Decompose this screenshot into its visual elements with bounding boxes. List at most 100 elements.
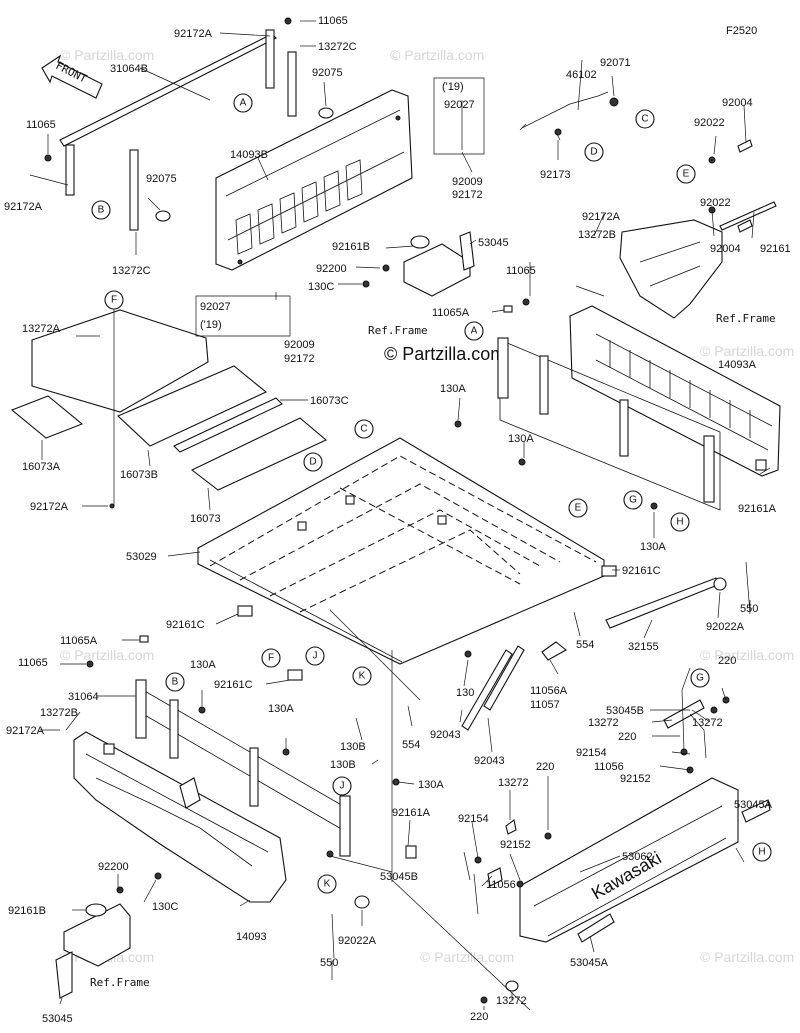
part-label: 14093 bbox=[236, 931, 267, 943]
watermark: © Partzilla.com bbox=[390, 47, 484, 63]
part-label: 53029 bbox=[126, 551, 157, 563]
part-label: 13272A bbox=[22, 323, 61, 335]
part-label: 11056 bbox=[486, 879, 516, 891]
part-label: 130A bbox=[508, 433, 534, 445]
callout-letter: E bbox=[575, 503, 582, 514]
part-label: 11065 bbox=[318, 15, 348, 27]
part-label: 31064B bbox=[110, 63, 148, 75]
part-label: 92161A bbox=[738, 503, 777, 515]
part-label: 130C bbox=[152, 901, 178, 913]
part-label: 92043 bbox=[474, 755, 505, 767]
part-label: 220 bbox=[470, 1011, 488, 1023]
headboard-14093B bbox=[215, 89, 413, 271]
part-label: 92071 bbox=[600, 57, 631, 69]
side-panel-14093 bbox=[73, 731, 287, 903]
part-label: 92043 bbox=[430, 729, 461, 741]
part-label: 11065 bbox=[18, 657, 48, 669]
part-label: 92172A bbox=[582, 211, 621, 223]
bed-mats bbox=[10, 309, 328, 509]
part-label: 92161B bbox=[8, 905, 46, 917]
ref-frame-label: Ref.Frame bbox=[368, 324, 428, 337]
part-label: 92022A bbox=[706, 621, 745, 633]
part-label: 11065 bbox=[26, 119, 56, 131]
part-label: 130B bbox=[330, 759, 356, 771]
year-note: ('19) bbox=[200, 319, 222, 331]
part-label: 550 bbox=[320, 957, 338, 969]
ref-frame-label: Ref.Frame bbox=[716, 312, 776, 325]
callout-letter: B bbox=[172, 677, 179, 688]
part-label: 14093B bbox=[230, 149, 268, 161]
leader-lines bbox=[29, 20, 771, 1010]
part-label: 92154 bbox=[576, 747, 607, 759]
part-label: 130A bbox=[268, 703, 294, 715]
part-label: 53045B bbox=[380, 871, 418, 883]
watermark: © Partzilla.com bbox=[700, 647, 794, 663]
part-label: 92161C bbox=[622, 565, 661, 577]
callout-letter: J bbox=[313, 651, 318, 662]
latch-53045-bottom bbox=[55, 872, 162, 999]
watermark: © Partzilla.com bbox=[700, 949, 794, 965]
rod-92161 bbox=[708, 139, 777, 233]
part-label: 13272 bbox=[498, 777, 529, 789]
callout-letter: C bbox=[360, 424, 367, 435]
latch-53045-top bbox=[362, 231, 475, 297]
callout-letter: F bbox=[268, 653, 274, 664]
part-label: 53045 bbox=[42, 1013, 73, 1025]
part-label: 130A bbox=[440, 383, 466, 395]
cable-46102 bbox=[519, 91, 619, 141]
part-label: 130A bbox=[640, 541, 666, 553]
figure-code: F2520 bbox=[726, 25, 757, 37]
part-label: 11065A bbox=[60, 635, 98, 647]
callout-letter: J bbox=[340, 781, 345, 792]
part-label: 92027 bbox=[200, 301, 231, 313]
part-label: 11065A bbox=[432, 307, 470, 319]
bed-floor-53029 bbox=[197, 437, 617, 681]
part-label: 53045B bbox=[606, 705, 644, 717]
callout-letter: F bbox=[111, 295, 117, 306]
part-label: 130A bbox=[418, 779, 444, 791]
side-rail-frame-lower bbox=[86, 635, 417, 859]
callout-letter: K bbox=[359, 671, 366, 682]
callout-letter: H bbox=[758, 847, 765, 858]
part-label: 220 bbox=[536, 761, 554, 773]
part-label: 92154 bbox=[458, 813, 489, 825]
part-label: 32155 bbox=[628, 641, 659, 653]
part-label: 92075 bbox=[146, 173, 177, 185]
part-label: 13272C bbox=[112, 265, 151, 277]
watermark: © Partzilla.com bbox=[700, 343, 794, 359]
part-label: 130A bbox=[190, 659, 216, 671]
part-label: 16073B bbox=[120, 469, 158, 481]
part-label: 92022 bbox=[694, 117, 725, 129]
part-label: 92022 bbox=[700, 197, 731, 209]
year-note: ('19) bbox=[442, 81, 464, 93]
part-label: 92172A bbox=[6, 725, 45, 737]
rail-31064B bbox=[44, 17, 334, 231]
part-label: 130 bbox=[456, 687, 474, 699]
watermark: © Partzilla.com bbox=[60, 647, 154, 663]
part-label: 92200 bbox=[316, 263, 347, 275]
callout-markers: A B C D E F A C D E G H F J K B G J K H bbox=[91, 93, 772, 894]
part-label: 92009 bbox=[452, 176, 483, 188]
part-label: 13272 bbox=[496, 995, 527, 1007]
part-label: 220 bbox=[718, 655, 736, 667]
hinge-hardware bbox=[473, 696, 730, 1004]
part-label: 46102 bbox=[566, 69, 597, 81]
part-label: 92161B bbox=[332, 241, 370, 253]
part-label: 92172 bbox=[284, 353, 315, 365]
part-label: 220 bbox=[618, 731, 636, 743]
callout-letter: D bbox=[590, 147, 597, 158]
pins-92043 bbox=[461, 641, 567, 731]
part-label: 92022A bbox=[338, 935, 377, 947]
part-label: 92172A bbox=[30, 501, 69, 513]
part-label: 92009 bbox=[284, 339, 315, 351]
part-label: 554 bbox=[402, 739, 420, 751]
callout-letter: K bbox=[324, 879, 331, 890]
part-label: 92152 bbox=[620, 773, 651, 785]
part-label: 554 bbox=[576, 639, 594, 651]
part-label: 16073 bbox=[190, 513, 221, 525]
callout-letter: B bbox=[98, 205, 105, 216]
watermark: © Partzilla.com bbox=[420, 949, 514, 965]
callout-letter: G bbox=[696, 673, 704, 684]
part-label: 31064 bbox=[68, 691, 99, 703]
